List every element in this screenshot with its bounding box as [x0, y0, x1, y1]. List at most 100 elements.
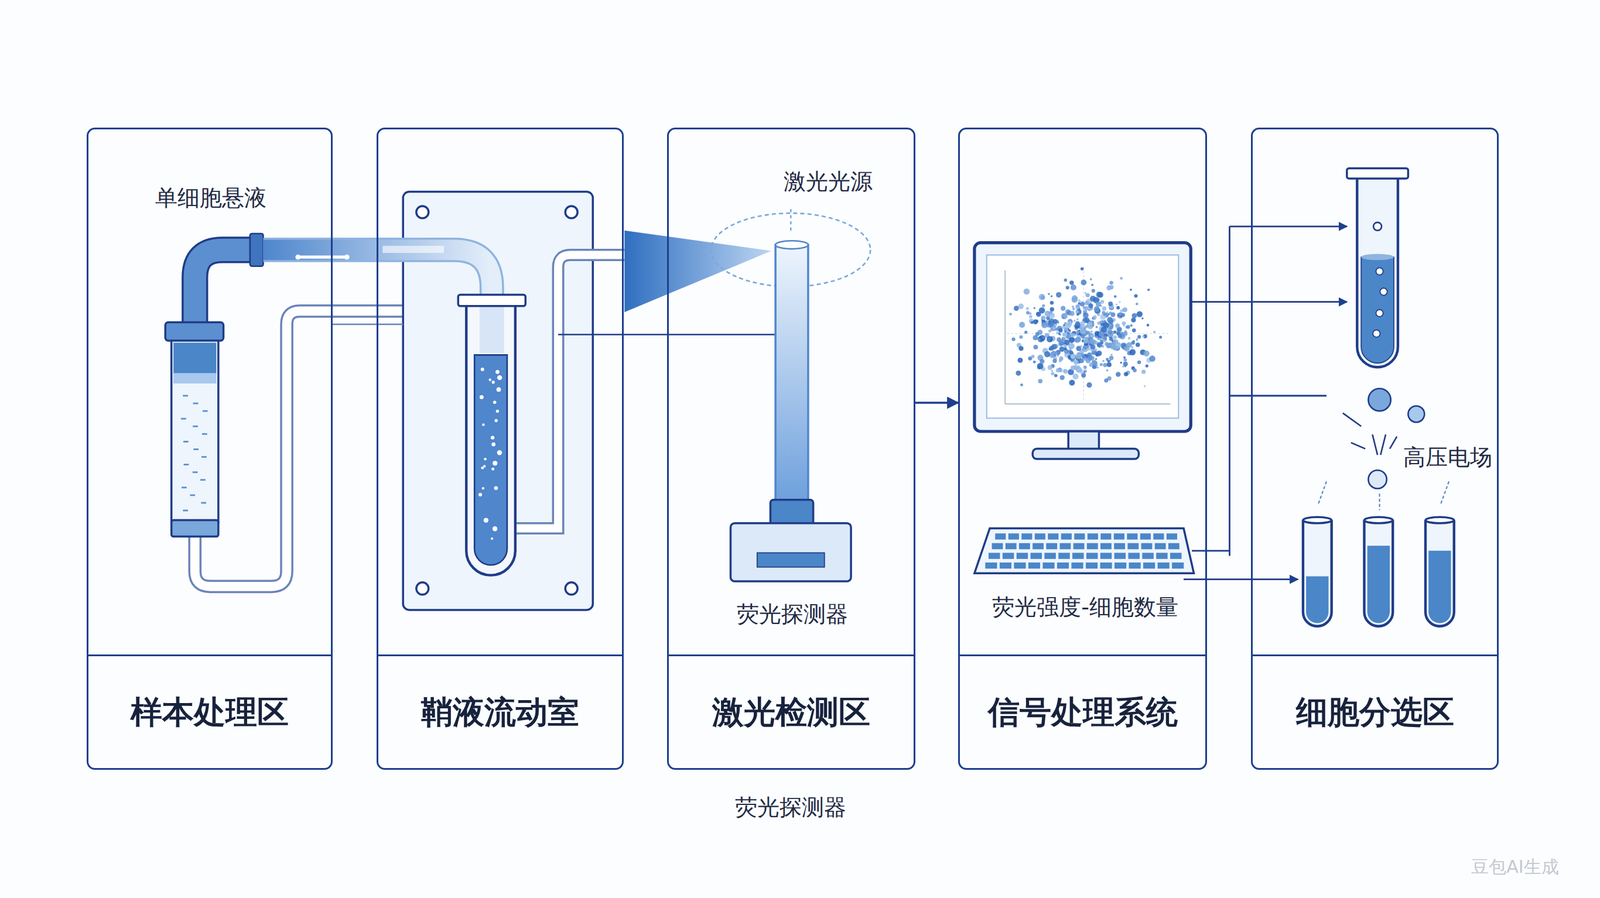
- scatter-dot: [1067, 323, 1071, 327]
- scatter-dot: [1050, 307, 1055, 312]
- scatter-dot: [1019, 335, 1023, 340]
- tube-pipe-outline: [195, 310, 403, 587]
- scatter-dot: [1064, 314, 1068, 318]
- key: [1008, 533, 1020, 540]
- elbow-pipe-outline: [195, 250, 253, 327]
- scatter-dot: [1115, 371, 1121, 377]
- scatter-dot: [1018, 303, 1025, 310]
- panel-title: 信号处理系统: [987, 693, 1178, 732]
- sort-line: [1183, 578, 1298, 581]
- scatter-dot: [1011, 337, 1015, 341]
- cell-dot: [490, 537, 494, 540]
- scatter-dot: [1137, 360, 1141, 365]
- panel-box: 信号处理系统荧光强度-细胞数量: [958, 127, 1208, 771]
- particle: [181, 486, 187, 489]
- scatter-dot: [1050, 371, 1055, 376]
- key: [1085, 562, 1098, 569]
- scatter-dot: [1095, 358, 1097, 361]
- scatter-dot: [1037, 378, 1043, 384]
- screw: [416, 206, 429, 219]
- cell-dot: [481, 423, 485, 426]
- scatter-dot: [1070, 365, 1076, 371]
- scatter-dot: [1096, 291, 1103, 298]
- cell-dot: [483, 457, 487, 461]
- scatter-dot: [1098, 332, 1104, 338]
- scatter-dot: [1039, 359, 1045, 364]
- key: [1127, 543, 1139, 550]
- scatter-dot: [1135, 302, 1138, 306]
- scatter-dot: [1070, 354, 1076, 360]
- scatter-dot: [1119, 277, 1123, 280]
- scatter-dot: [1064, 278, 1068, 283]
- key: [985, 562, 997, 569]
- scatter-dot: [1143, 385, 1146, 388]
- scatter-dot: [1126, 325, 1131, 330]
- scatter-dot: [1091, 284, 1094, 287]
- tube-cap: [457, 295, 526, 307]
- scatter-dot: [1142, 335, 1145, 338]
- particle: [201, 456, 207, 458]
- key: [1166, 533, 1178, 540]
- key: [1087, 533, 1099, 540]
- plot-axis: [1004, 403, 1171, 405]
- scatter-dot: [1084, 369, 1087, 373]
- scatter-dot: [1037, 363, 1044, 370]
- scatter-dot: [1073, 319, 1076, 323]
- key: [1114, 552, 1126, 559]
- sort-tube: [1303, 520, 1332, 627]
- scatter-dot: [1032, 335, 1038, 341]
- scatter-dot: [1118, 301, 1121, 303]
- scatter-dot: [1089, 295, 1096, 302]
- filter-column: [171, 340, 219, 523]
- scatter-dot: [1026, 310, 1030, 315]
- scatter-dot: [1060, 306, 1066, 312]
- scatter-dot: [1122, 321, 1127, 326]
- scatter-dot: [1123, 346, 1130, 352]
- scatter-dot: [1106, 285, 1112, 291]
- key: [1071, 562, 1083, 569]
- scatter-dot: [1028, 315, 1032, 319]
- key: [1142, 552, 1154, 559]
- scatter-dot: [1047, 292, 1051, 296]
- scatter-dot: [1009, 312, 1013, 316]
- scatter-dot: [1111, 339, 1114, 343]
- key: [1013, 562, 1026, 569]
- scatter-dot: [1145, 364, 1149, 368]
- outlet-pipe-outline: [515, 255, 625, 529]
- key: [1047, 533, 1059, 540]
- screw: [416, 582, 429, 596]
- scatter-dot: [1026, 307, 1029, 311]
- cell-dot: [496, 409, 499, 413]
- screw: [565, 206, 578, 219]
- scatter-dot: [1050, 301, 1054, 305]
- plot-axis: [1004, 270, 1005, 405]
- particle: [180, 418, 187, 420]
- part-label: 单细胞悬液: [155, 185, 267, 213]
- scatter-dot: [1075, 321, 1081, 327]
- scatter-dot: [1129, 288, 1133, 292]
- scatter-dot: [1089, 278, 1093, 281]
- scatter-dot: [1075, 346, 1082, 352]
- key: [1157, 562, 1170, 569]
- field-spark: [1351, 442, 1366, 449]
- scatter-dot: [1071, 305, 1075, 309]
- key: [1058, 552, 1070, 559]
- pipe-highlight: [382, 245, 444, 254]
- scatter-dot: [1089, 330, 1093, 333]
- scatter-dot: [1123, 330, 1127, 334]
- key: [1168, 543, 1180, 550]
- key: [1034, 533, 1046, 540]
- tube-liquid: [474, 354, 508, 566]
- cell: [1375, 309, 1383, 317]
- scatter-dot: [1096, 366, 1099, 369]
- scatter-dot: [1072, 308, 1075, 311]
- cell-dot: [488, 378, 492, 382]
- scatter-dot: [1057, 321, 1059, 324]
- scatter-dot: [1075, 336, 1082, 343]
- scatter-dot: [1103, 336, 1107, 341]
- scatter-dot: [1047, 364, 1054, 371]
- scatter-dot: [1102, 363, 1107, 368]
- tube-cap: [1346, 168, 1409, 179]
- scatter-plot: [1009, 267, 1162, 388]
- scatter-dot: [1103, 378, 1109, 383]
